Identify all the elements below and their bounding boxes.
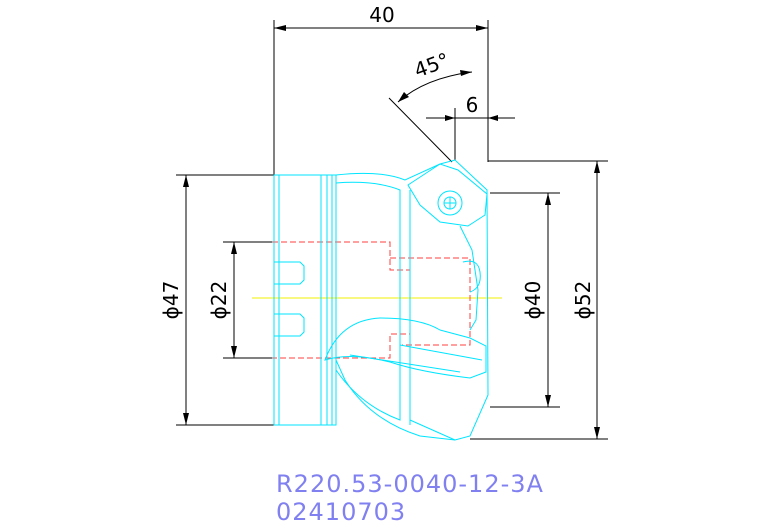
dimension-dia-small: ϕ40 bbox=[490, 192, 560, 408]
bore-hidden-lines bbox=[272, 241, 471, 359]
dimension-dia-bore-label: ϕ22 bbox=[207, 281, 231, 320]
dimension-dia-shank: ϕ47 bbox=[159, 174, 274, 426]
dimension-dia-small-label: ϕ40 bbox=[521, 281, 545, 320]
dimension-offset-label: 6 bbox=[466, 93, 479, 117]
dimension-dia-bore: ϕ22 bbox=[207, 241, 272, 359]
tool-body bbox=[273, 159, 489, 441]
part-number: R220.53-0040-12-3A bbox=[276, 470, 544, 498]
dimension-length: 40 bbox=[273, 3, 489, 175]
dimension-dia-cutter: ϕ52 bbox=[470, 160, 608, 440]
dimension-dia-cutter-label: ϕ52 bbox=[571, 281, 595, 320]
part-code: 02410703 bbox=[276, 498, 406, 523]
dimension-angle: 45° bbox=[388, 48, 473, 163]
dimension-dia-shank-label: ϕ47 bbox=[159, 281, 183, 320]
dimension-length-label: 40 bbox=[369, 3, 394, 27]
dimension-offset: 6 bbox=[426, 93, 515, 160]
